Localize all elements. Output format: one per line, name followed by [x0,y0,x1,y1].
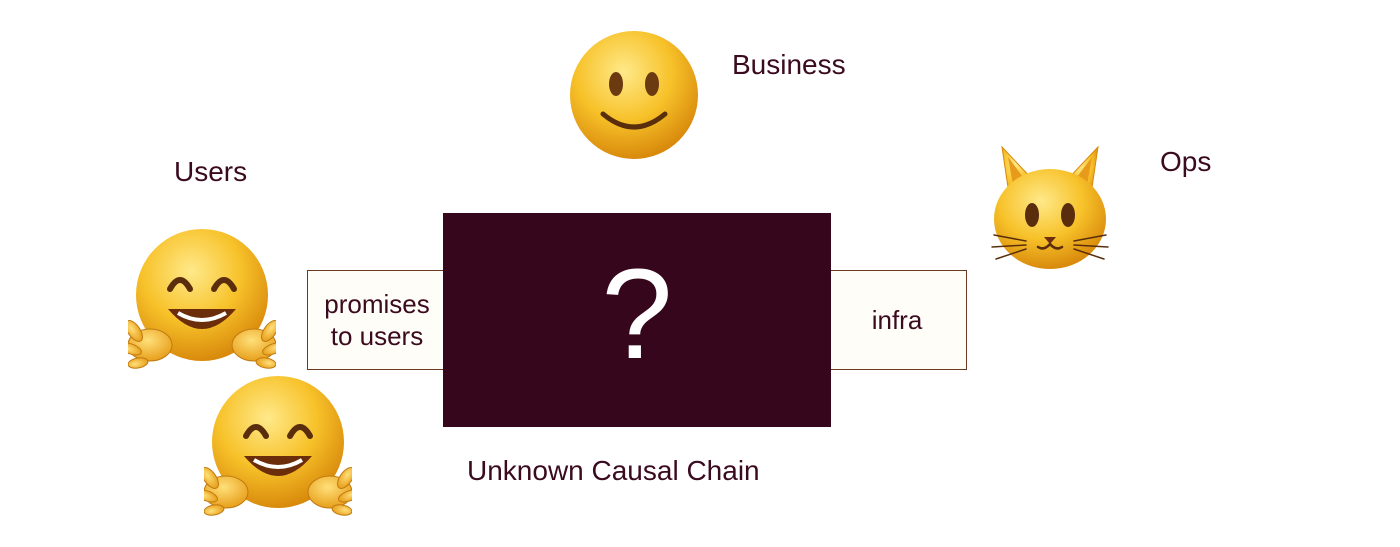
promises-label: promises [324,288,430,319]
users-label: Users [174,156,248,187]
infra-box: infra [827,270,967,370]
cat-face-icon [991,145,1109,269]
slightly-smiling-face-icon [570,31,698,159]
infra-label: infra [871,304,923,335]
ops-label: Ops [1160,146,1212,177]
hugging-face-icon [204,376,352,516]
hugging-face-icon [128,229,276,369]
unknown-causal-chain-label: Unknown Causal Chain [467,455,760,486]
question-mark: ? [601,243,673,386]
to-users-label: to users [330,321,424,351]
business-label: Business [732,49,846,80]
promises-box: promises to users [307,270,447,370]
unknown-causal-chain-box: ? [443,213,831,427]
